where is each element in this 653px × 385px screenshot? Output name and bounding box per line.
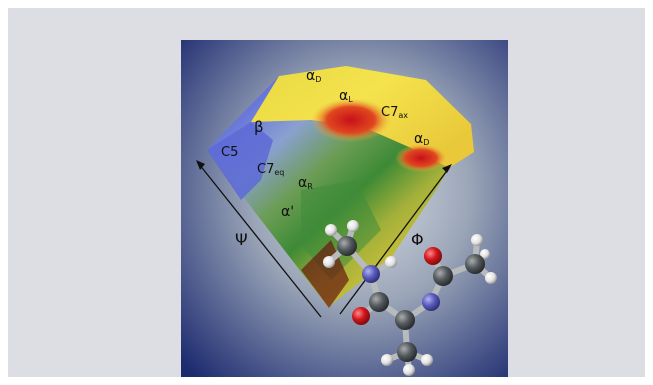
molecule-atoms [323,220,497,376]
nitrogen-atom [422,293,440,311]
label-c5: C5 [221,145,238,160]
energy-peak-right [395,144,447,172]
psi-axis [196,160,322,318]
energy-peak-central [311,98,391,142]
label-c7-eq: C7eq [257,162,284,177]
figure-panel: αD αL C7ax αD β C5 C7eq αR α' Ψ Φ [8,8,645,377]
hydrogen-atom [325,224,337,236]
hydrogen-atom [471,234,483,246]
hydrogen-atom [480,249,490,259]
carbon-atom [397,342,417,362]
carbon-atom [337,236,357,256]
hydrogen-atom [347,220,359,232]
hydrogen-atom [381,354,393,366]
oxygen-atom [352,307,370,325]
carbon-atom [433,266,453,286]
nitrogen-atom [362,265,380,283]
phi-axis-label: Φ [411,230,424,249]
hydrogen-atom [421,354,433,366]
energy-landscape-illustration: αD αL C7ax αD β C5 C7eq αR α' Ψ Φ [181,40,508,377]
carbon-atom [369,292,389,312]
psi-axis-label: Ψ [235,230,248,249]
carbon-atom [465,254,485,274]
label-alpha-r: αR [298,175,313,191]
label-c7-ax: C7ax [381,105,408,120]
oxygen-atom [424,247,442,265]
label-alpha-d-right: αD [414,131,429,147]
ramachandran-energy-surface-figure: αD αL C7ax αD β C5 C7eq αR α' Ψ Φ [181,40,508,377]
energy-surface-low-basin [207,122,273,200]
label-alpha-d-top: αD [306,68,321,84]
label-alpha-prime: α' [281,204,294,220]
label-alpha-l: αL [339,88,353,104]
hydrogen-atom [323,256,335,268]
label-beta: β [254,118,264,136]
carbon-atom [395,310,415,330]
phi-axis [339,164,452,315]
hydrogen-atom [485,272,497,284]
hydrogen-atom [403,364,415,376]
hydrogen-atom [385,256,397,268]
